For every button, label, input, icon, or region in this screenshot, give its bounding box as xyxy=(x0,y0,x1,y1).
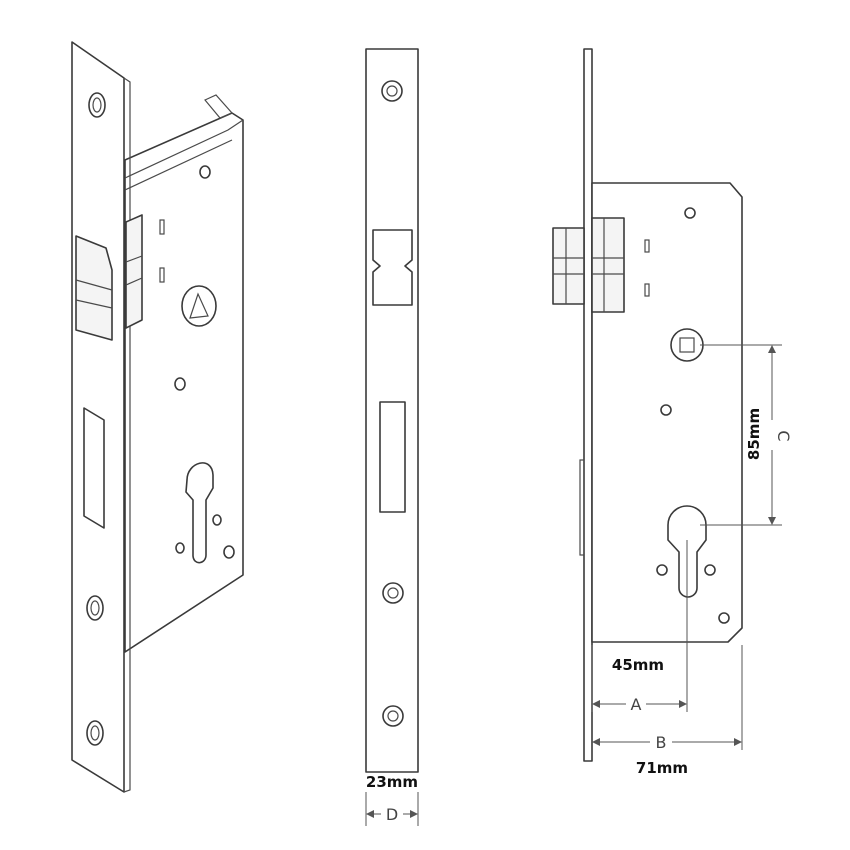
fp-screw-mid-inner xyxy=(387,587,399,599)
side-view: C 85mm A 45mm B 71mm xyxy=(552,48,793,777)
faceplate-screw-hole-bottom xyxy=(86,720,104,746)
deadbolt-slot-iso xyxy=(83,407,105,529)
cylinder-screw-hole-right xyxy=(212,514,222,526)
spindle-square-iso xyxy=(189,292,209,319)
fp-screw-mid xyxy=(382,582,404,604)
latch-bolt-iso xyxy=(75,235,113,341)
fp-screw-bottom-inner xyxy=(387,710,399,722)
cylinder-cutout-iso xyxy=(185,462,214,564)
case-hole-top xyxy=(199,165,211,179)
dimension-b-letter: B xyxy=(656,733,667,752)
side-hole-mid xyxy=(660,404,672,416)
side-latch-outer xyxy=(552,227,585,305)
side-faceplate-strip xyxy=(579,459,585,556)
dimension-a-letter: A xyxy=(631,695,642,714)
case-top-edge-inner xyxy=(124,139,233,191)
case-slot-2 xyxy=(159,267,165,283)
side-slot-1 xyxy=(644,239,650,253)
fp-screw-bottom xyxy=(382,705,404,727)
side-hole-top xyxy=(684,207,696,219)
side-faceplate xyxy=(583,48,593,762)
side-hole-bottom xyxy=(718,612,730,624)
spindle-hub-iso xyxy=(181,285,217,327)
fp-screw-top-inner xyxy=(386,85,398,97)
case-slot-1 xyxy=(159,219,165,235)
dimension-c-value: 85mm xyxy=(745,408,763,460)
side-slot-2 xyxy=(644,283,650,297)
side-cyl-screw-right xyxy=(704,564,716,576)
dimension-c-letter: C xyxy=(774,430,793,441)
faceplate-screw-hole-top-inner xyxy=(92,97,102,113)
dimension-a-value: 45mm xyxy=(612,656,664,674)
side-latch-inner xyxy=(591,217,625,313)
dimension-b-value: 71mm xyxy=(636,759,688,777)
deadbolt-slot-front xyxy=(379,401,406,513)
isometric-view xyxy=(71,41,244,793)
case-top-edge xyxy=(124,119,244,179)
fp-screw-top xyxy=(381,80,403,102)
faceplate-front-view: D 23mm xyxy=(365,48,419,826)
faceplate-side xyxy=(123,77,131,793)
faceplate-screw-hole-top xyxy=(88,92,106,118)
dimension-d-letter: D xyxy=(386,805,398,824)
side-cyl-screw-left xyxy=(656,564,668,576)
side-spindle-square xyxy=(679,337,695,353)
cylinder-screw-hole-left xyxy=(175,542,185,554)
latch-bolt-side xyxy=(125,214,143,329)
side-spindle-hub xyxy=(670,328,704,362)
faceplate-screw-hole-mid-inner xyxy=(90,600,100,616)
latch-opening-front xyxy=(372,229,413,306)
case-hole-bottom xyxy=(223,545,235,559)
case-back-lip xyxy=(204,94,234,119)
faceplate-screw-hole-mid xyxy=(86,595,104,621)
faceplate-screw-hole-bottom-inner xyxy=(90,725,100,741)
case-hole-mid xyxy=(174,377,186,391)
dimension-d-value: 23mm xyxy=(366,773,418,791)
